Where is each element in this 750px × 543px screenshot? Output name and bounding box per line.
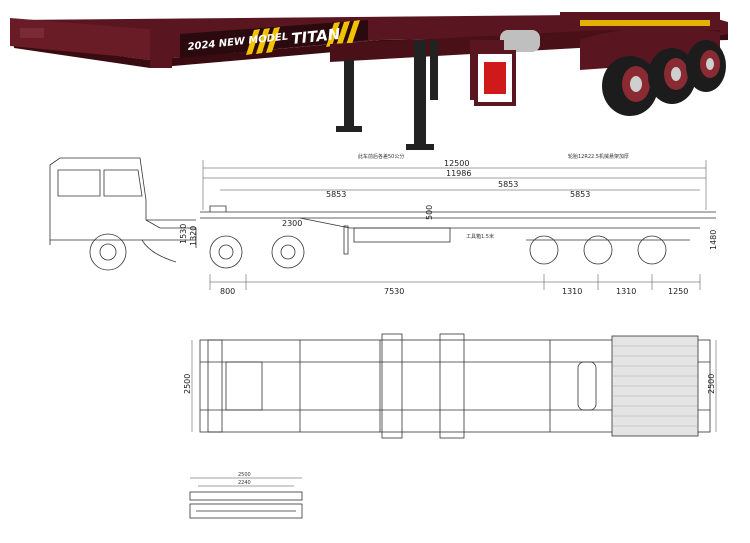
dim-800: 800	[220, 287, 235, 296]
dim-lines-top	[202, 160, 707, 210]
front-crossbar	[10, 18, 160, 60]
deck-plate	[611, 335, 699, 437]
width-right: 2500	[707, 374, 716, 394]
rear-view-drawing: 2500 2240	[189, 472, 303, 519]
rear-width-inner: 2240	[238, 480, 251, 486]
dim-lines-bottom	[209, 274, 701, 290]
width-left: 2500	[183, 374, 192, 394]
trailer-photo: 2024 NEW MODEL TITAN	[10, 12, 728, 150]
note-axle: 轮胎12R22.5机械悬架加厚	[568, 153, 629, 160]
banner-brand-text: TITAN	[291, 25, 342, 48]
tractor-outline	[49, 157, 305, 271]
dim-1310-a: 1310	[562, 287, 582, 296]
dim-1310-b: 1310	[616, 287, 636, 296]
dim-500: 500	[425, 205, 434, 220]
dim-5853-c: 5853	[570, 190, 590, 199]
air-tank	[500, 30, 540, 52]
dim-1480: 1480	[709, 230, 718, 250]
dim-5853-b: 5853	[498, 180, 518, 189]
dim-2300: 2300	[282, 219, 302, 228]
dim-1530: 1530	[179, 224, 188, 244]
note-top: 此车前后各差50公分	[358, 153, 404, 160]
trailer-wheels	[602, 40, 726, 116]
reflector-panel	[474, 50, 516, 106]
hazard-stripes	[246, 20, 360, 55]
dim-1320: 1320	[189, 226, 198, 246]
landing-legs	[336, 40, 438, 150]
dim-12500: 12500	[444, 159, 469, 168]
top-view-drawing: 2500 2500	[183, 333, 717, 439]
dim-7530: 7530	[384, 287, 404, 296]
trailer-frame-outline	[200, 205, 716, 265]
side-view-drawing: 此车前后各差50公分 轮胎12R22.5机械悬架加厚 12500 11986 5…	[49, 153, 718, 296]
tool-box-label: 工具箱1.5米	[466, 233, 494, 240]
dim-1250: 1250	[668, 287, 688, 296]
dim-5853-a: 5853	[326, 190, 346, 199]
dim-11986: 11986	[446, 169, 471, 178]
rear-width-outer: 2500	[238, 472, 251, 478]
